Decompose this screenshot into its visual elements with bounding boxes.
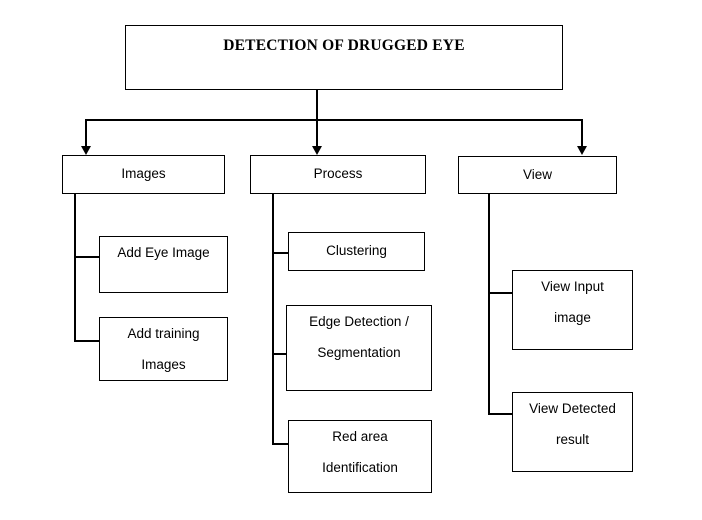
connector-images-to-add-eye: [74, 256, 100, 258]
node-label-line1: Add training: [127, 326, 200, 341]
arrow-into-process: [312, 146, 322, 155]
node-label-line2: image: [554, 309, 591, 325]
connector-view-to-view-result: [488, 413, 513, 415]
connector-images-trunk: [74, 193, 76, 341]
node-label-line2: result: [555, 431, 589, 447]
connector-process-trunk: [272, 193, 274, 444]
node-add-eye-image[interactable]: Add Eye Image: [99, 236, 228, 293]
node-images[interactable]: Images: [62, 155, 225, 194]
connector-view-to-view-input: [488, 292, 513, 294]
node-label-line1: Clustering: [326, 243, 387, 258]
connector-view-trunk: [488, 194, 490, 414]
node-view[interactable]: View: [458, 156, 617, 194]
page-title: DETECTION OF DRUGGED EYE: [223, 37, 465, 54]
connector-bus-to-view: [581, 119, 583, 148]
node-add-training-images[interactable]: Add training Images: [99, 317, 228, 381]
node-label-line1: Edge Detection /: [309, 314, 409, 329]
connector-images-to-add-training: [74, 340, 100, 342]
node-root[interactable]: DETECTION OF DRUGGED EYE: [125, 25, 563, 90]
node-label-line1: View Detected: [529, 401, 616, 416]
node-view-detected-result[interactable]: View Detected result: [512, 392, 633, 472]
connector-bus-to-process: [316, 119, 318, 148]
arrow-into-view: [577, 146, 587, 155]
node-label: View: [522, 167, 553, 182]
connector-process-to-clustering: [272, 252, 289, 254]
node-process[interactable]: Process: [250, 155, 426, 194]
node-label-line1: View Input: [541, 279, 604, 294]
node-label: Images: [121, 166, 166, 181]
node-label-line2: Identification: [322, 459, 398, 475]
node-label: Process: [313, 166, 363, 181]
node-label-line1: Red area: [332, 429, 388, 444]
arrow-into-images: [81, 146, 91, 155]
node-label-line1: Add Eye Image: [117, 245, 210, 260]
node-label-line2: Images: [141, 356, 186, 372]
node-edge-detection-segmentation[interactable]: Edge Detection / Segmentation: [286, 305, 432, 391]
node-label-line2: Segmentation: [317, 344, 401, 360]
connector-process-to-red-area: [272, 443, 289, 445]
node-clustering[interactable]: Clustering: [288, 232, 425, 271]
node-red-area-identification[interactable]: Red area Identification: [288, 420, 432, 493]
connector-root-trunk: [316, 90, 318, 120]
connector-level2-bus: [85, 119, 582, 121]
connector-bus-to-images: [85, 119, 87, 148]
connector-process-to-edge-detection: [272, 353, 287, 355]
node-view-input-image[interactable]: View Input image: [512, 270, 633, 350]
